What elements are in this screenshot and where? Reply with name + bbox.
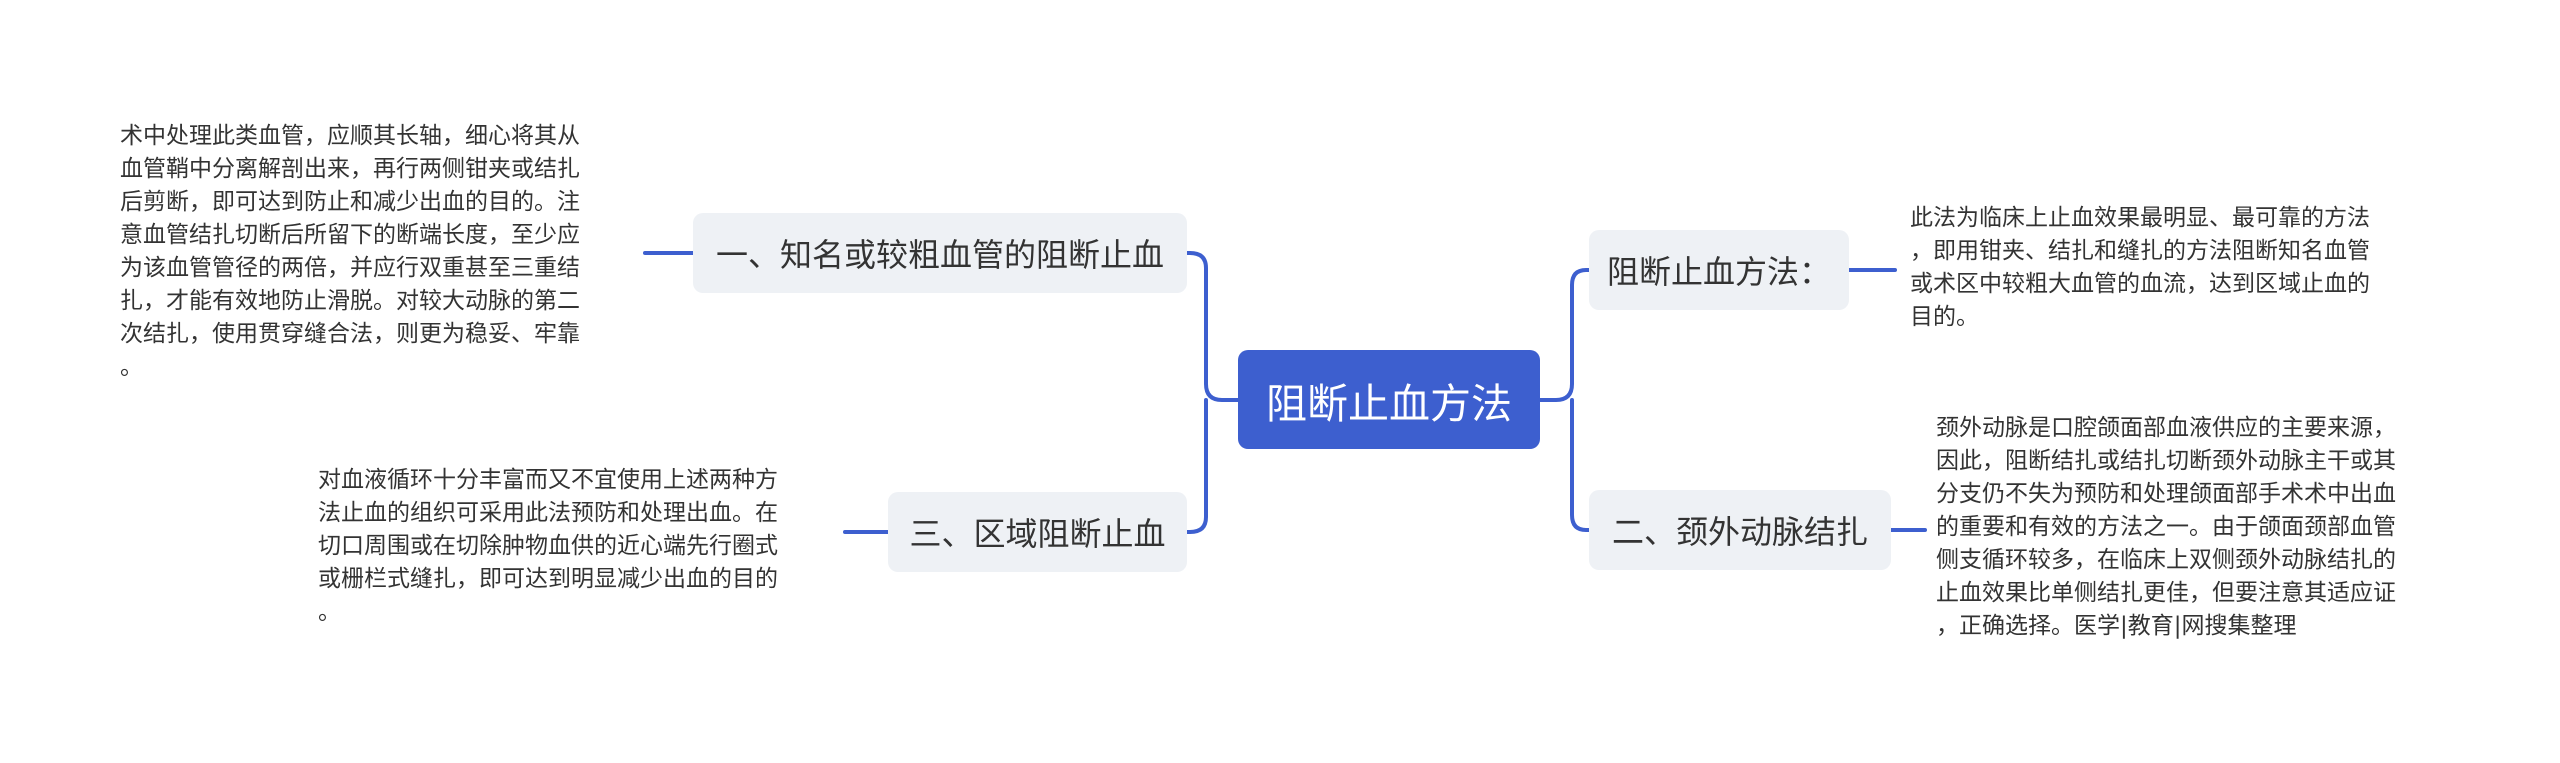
root-topic[interactable]: 阻断止血方法 bbox=[1238, 350, 1540, 449]
branch-topic-1[interactable]: 一、知名或较粗血管的阻断止血 bbox=[693, 213, 1187, 293]
detail-text-2: 颈外动脉是口腔颌面部血液供应的主要来源， 因此，阻断结扎或结扎切断颈外动脉主干或… bbox=[1936, 415, 2396, 639]
branch-topic-3[interactable]: 三、区域阻断止血 bbox=[888, 492, 1187, 572]
connector-root-to-branch-4 bbox=[1570, 398, 1591, 532]
branch-topic-2[interactable]: 二、颈外动脉结扎 bbox=[1589, 490, 1891, 570]
connector-root-to-branch-1 bbox=[1185, 251, 1240, 402]
detail-text-1: 术中处理此类血管，应顺其长轴，细心将其从 血管鞘中分离解剖出来，再行两侧钳夹或结… bbox=[120, 123, 580, 380]
connector-root-to-branch-2 bbox=[1185, 398, 1208, 534]
detail-text-method: 此法为临床上止血效果最明显、最可靠的方法 ，即用钳夹、结扎和缝扎的方法阻断知名血… bbox=[1910, 205, 2370, 330]
detail-text-3: 对血液循环十分丰富而又不宜使用上述两种方 法止血的组织可采用此法预防和处理出血。… bbox=[318, 467, 778, 625]
connector-root-to-branch-3 bbox=[1538, 268, 1591, 402]
branch-topic-method[interactable]: 阻断止血方法： bbox=[1589, 230, 1849, 310]
